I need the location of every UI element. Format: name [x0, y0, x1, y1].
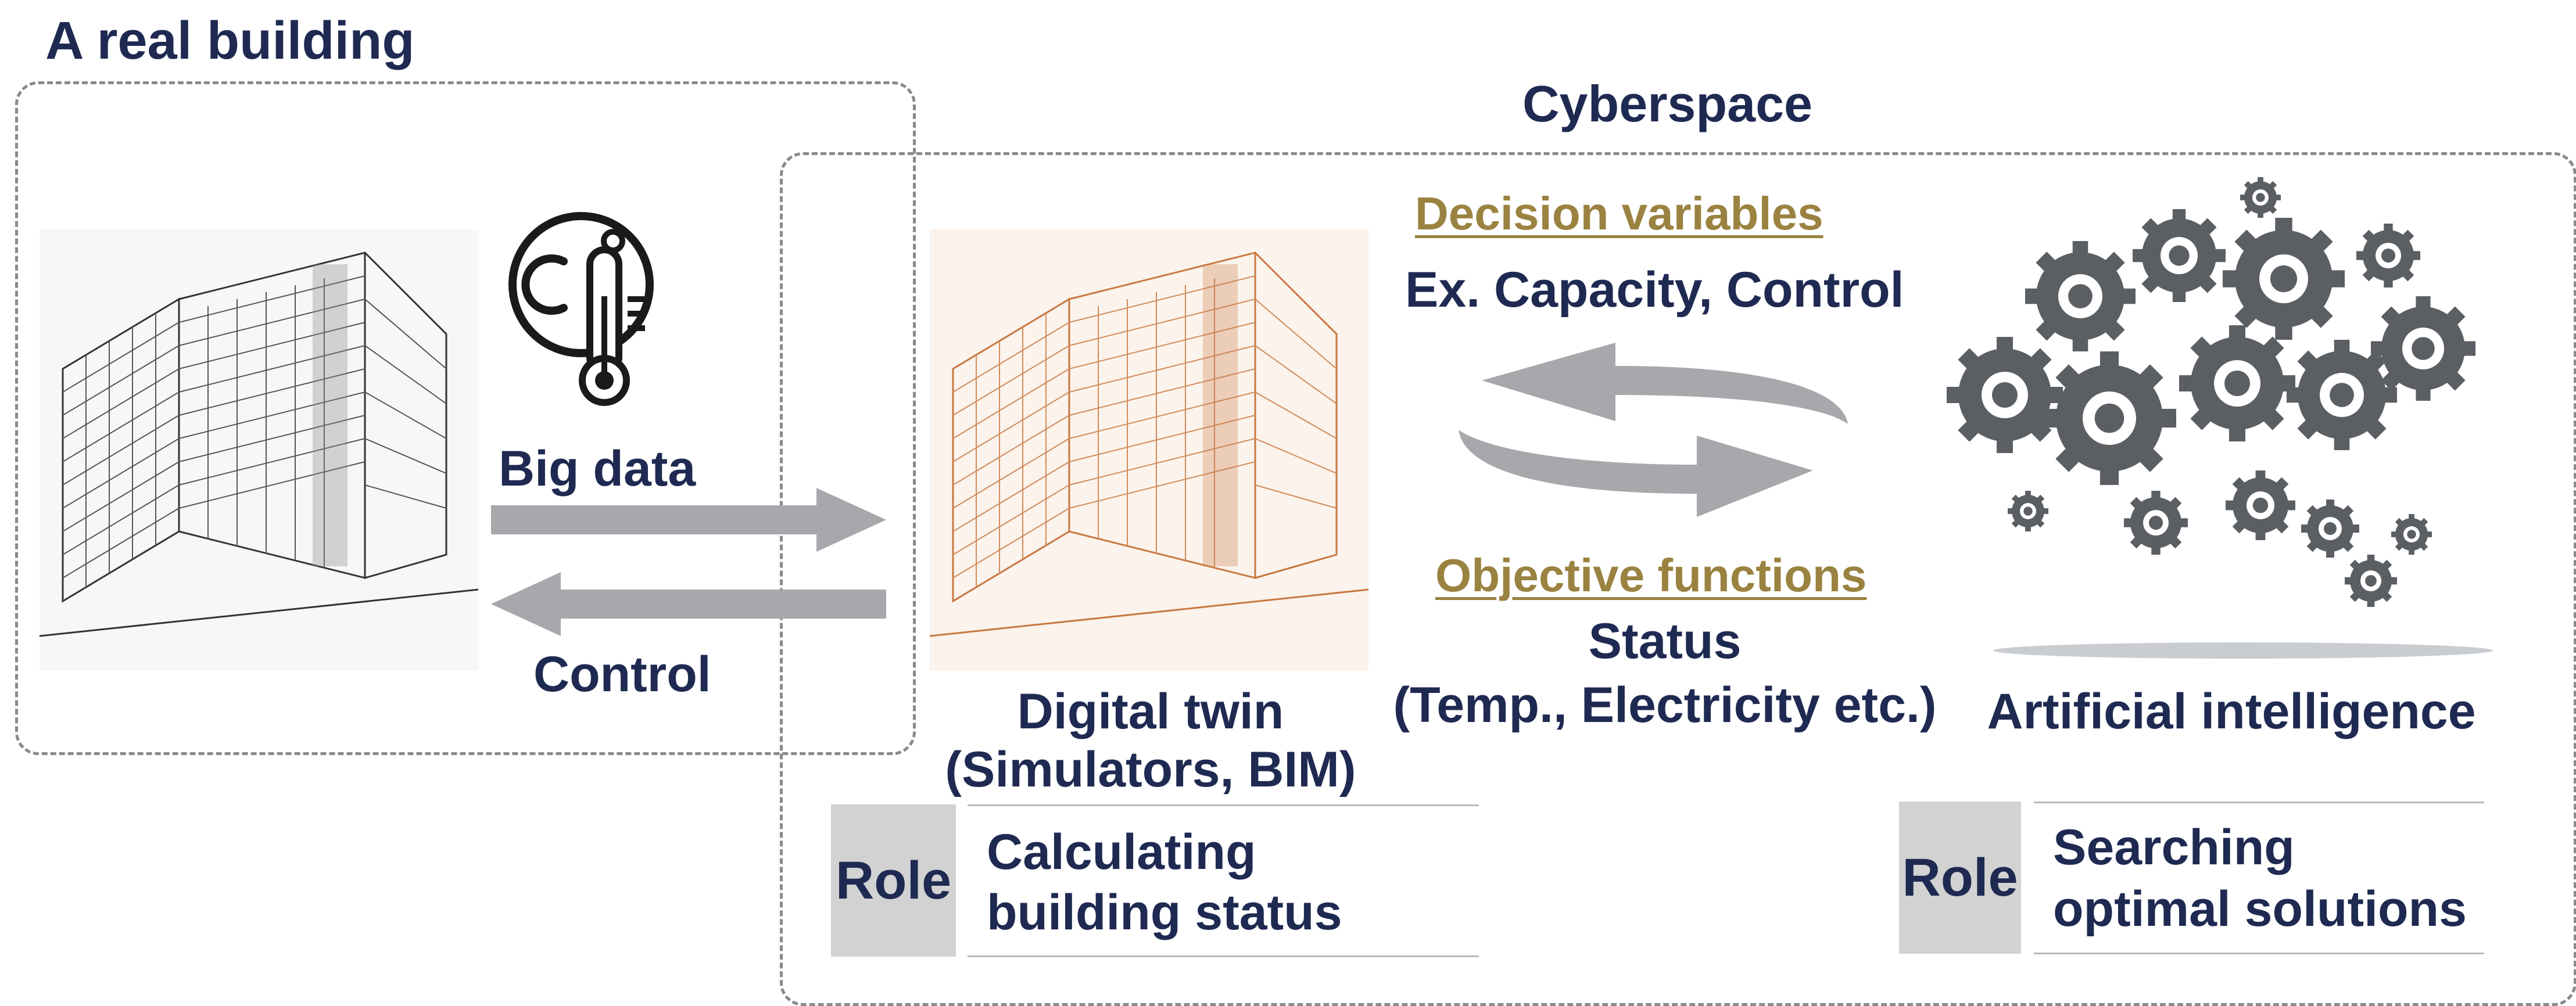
ai-role-top-rule — [2034, 802, 2484, 803]
twin-role-text-line2: building status — [987, 885, 1342, 940]
big-data-label: Big data — [499, 441, 696, 497]
cyberspace-title: Cyberspace — [1522, 75, 1812, 132]
cycle-arrows — [1459, 343, 1848, 517]
real-building-title: A real building — [45, 11, 415, 70]
ai-role-text-line1: Searching — [2053, 820, 2295, 875]
ai-role-text-line2: optimal solutions — [2053, 881, 2467, 937]
twin-role-bottom-rule — [968, 955, 1479, 957]
objective-status-detail: (Temp., Electricity etc.) — [1393, 677, 1937, 733]
real-building-image — [40, 229, 478, 671]
twin-role-text-line1: Calculating — [987, 824, 1256, 880]
decision-variables-heading: Decision variables — [1415, 188, 1823, 239]
big-data-arrow — [491, 488, 886, 552]
digital-twin-image — [930, 229, 1368, 671]
objective-functions-heading: Objective functions — [1435, 549, 1867, 601]
real-building-box — [15, 81, 916, 755]
digital-twin-sublabel: (Simulators, BIM) — [945, 742, 1356, 797]
digital-twin-label: Digital twin — [1017, 684, 1284, 739]
control-label: Control — [533, 646, 711, 702]
ai-role-bottom-rule — [2034, 953, 2484, 954]
decision-variables-example: Ex. Capacity, Control — [1405, 262, 1904, 318]
ai-label: Artificial intelligence — [1987, 684, 2476, 739]
control-arrow — [491, 572, 886, 636]
twin-role-tag: Role — [831, 804, 956, 957]
objective-status-label: Status — [1588, 613, 1742, 669]
gear-brain-icon — [1947, 177, 2493, 659]
thermometer-co2-icon — [508, 212, 654, 406]
ai-role-tag: Role — [1899, 802, 2021, 954]
twin-role-top-rule — [968, 804, 1479, 806]
